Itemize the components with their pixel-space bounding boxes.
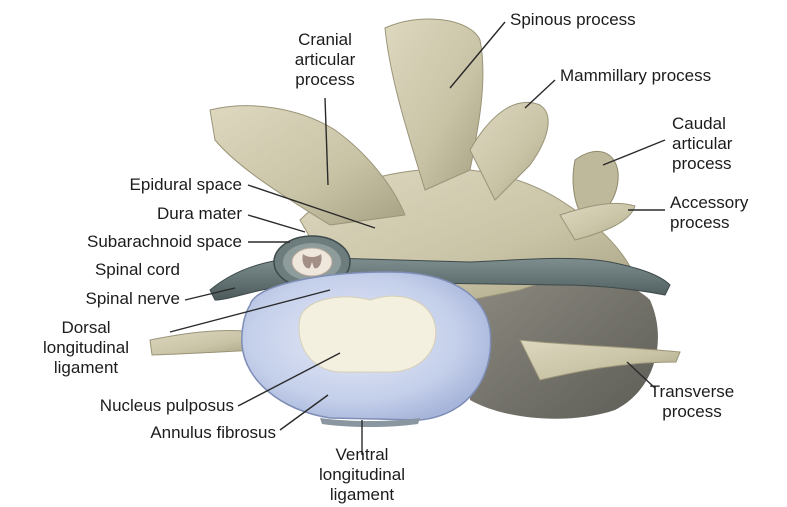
leader-mammillary <box>525 80 555 108</box>
label-nucleus-pulposus: Nucleus pulposus <box>14 396 234 416</box>
nucleus-pulposus-shape <box>299 296 436 372</box>
label-caudal-articular-process: Caudal articular process <box>672 114 732 174</box>
label-mammillary-process: Mammillary process <box>560 66 711 86</box>
label-transverse-process: Transverse process <box>640 382 744 422</box>
label-spinal-nerve: Spinal nerve <box>20 289 180 309</box>
spinous-process-shape <box>385 19 483 190</box>
label-dorsal-longitudinal-ligament: Dorsal longitudinal ligament <box>6 318 166 378</box>
label-annulus-fibrosus: Annulus fibrosus <box>60 423 276 443</box>
label-dura-mater: Dura mater <box>20 204 242 224</box>
label-ventral-longitudinal-ligament: Ventral longitudinal ligament <box>302 445 422 505</box>
label-spinous-process: Spinous process <box>510 10 636 30</box>
leader-caudal-articular <box>603 140 665 165</box>
label-spinal-cord: Spinal cord <box>20 260 180 280</box>
label-subarachnoid-space: Subarachnoid space <box>10 232 242 252</box>
label-epidural-space: Epidural space <box>20 175 242 195</box>
leader-dura-mater <box>248 215 305 232</box>
label-accessory-process: Accessory process <box>670 193 748 233</box>
label-cranial-articular-process: Cranial articular process <box>270 30 380 90</box>
